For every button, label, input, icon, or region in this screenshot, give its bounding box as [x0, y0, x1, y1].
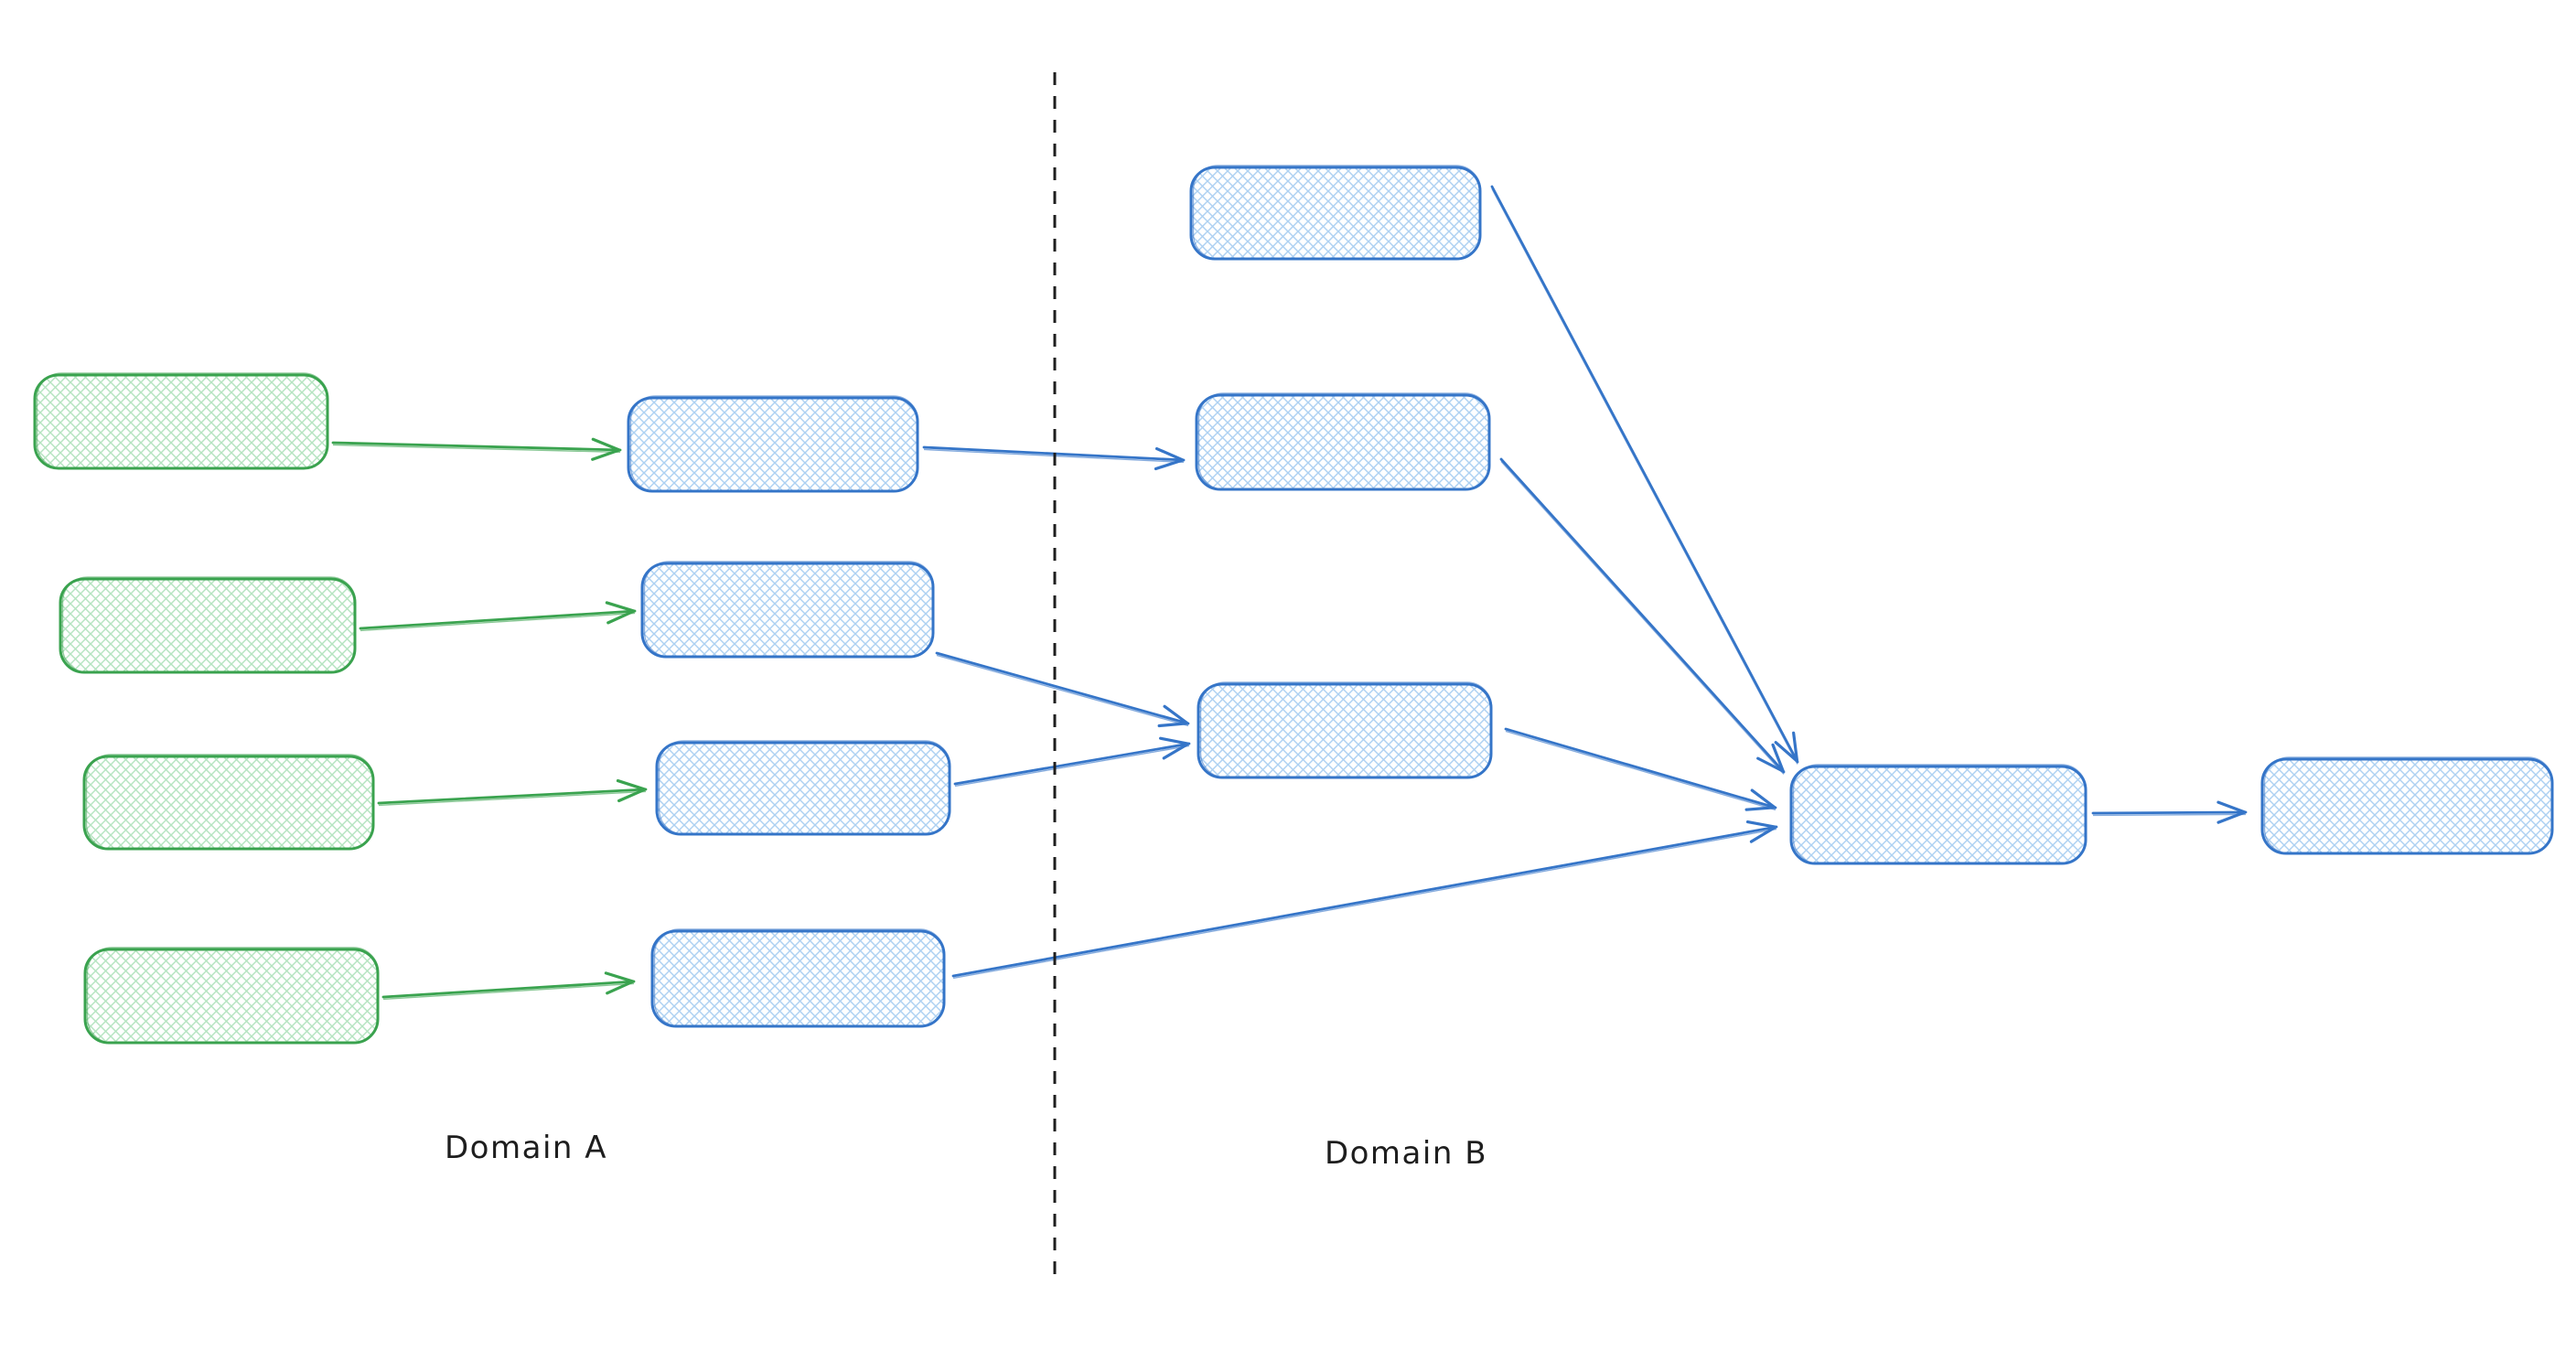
- edge-source-a-1-to-process-a-1: [331, 437, 622, 461]
- edge-process-b-2-to-aggregator-b: [1499, 457, 1786, 774]
- edge-echo-source-a-4-to-process-a-4: [382, 982, 635, 1001]
- node-process-a-4: [650, 929, 946, 1028]
- node-outline-echo-process-b-3: [1199, 681, 1493, 778]
- edge-echo-source-a-3-to-process-a-3: [378, 790, 647, 807]
- edge-echo-source-a-2-to-process-a-2: [360, 612, 636, 632]
- node-outline-echo-aggregator-b: [1792, 764, 2088, 864]
- node-process-a-2: [640, 562, 935, 659]
- node-outline-echo-process-a-3: [658, 740, 951, 835]
- edge-process-a-4-to-aggregator-b: [951, 820, 1778, 978]
- node-source-a-2: [59, 577, 357, 674]
- node-outline-echo-source-a-2: [61, 576, 357, 673]
- node-outline-echo-source-a-3: [85, 754, 375, 850]
- domain-a-label: Domain A: [445, 1130, 607, 1166]
- node-source-a-4: [83, 948, 380, 1045]
- node-aggregator-b: [1789, 765, 2088, 865]
- node-outline-echo-source-a-4: [86, 947, 380, 1044]
- node-outline-echo-process-b-2: [1197, 392, 1491, 490]
- edge-process-a-3-to-process-b-3: [953, 736, 1191, 786]
- edge-source-a-2-to-process-a-2: [359, 601, 637, 630]
- edge-echo-process-b-2-to-aggregator-b: [1500, 460, 1785, 775]
- edge-echo-source-a-1-to-process-a-1: [332, 444, 621, 454]
- edge-echo-process-a-4-to-aggregator-b: [952, 828, 1777, 980]
- edge-process-b-3-to-aggregator-b: [1504, 727, 1777, 811]
- node-source-a-1: [33, 373, 329, 470]
- edge-process-b-1-to-aggregator-b: [1490, 185, 1799, 764]
- node-process-b-3: [1197, 682, 1493, 779]
- edge-source-a-3-to-process-a-3: [377, 778, 648, 805]
- node-process-a-3: [655, 741, 951, 836]
- edge-source-a-4-to-process-a-4: [381, 971, 636, 999]
- node-outline-echo-source-a-1: [36, 372, 329, 469]
- edge-echo-process-a-2-to-process-b-3: [936, 654, 1189, 727]
- edge-aggregator-b-to-output-b: [2091, 800, 2248, 824]
- domain-b-label: Domain B: [1325, 1135, 1487, 1172]
- edges-layer: [331, 185, 2248, 1001]
- node-process-a-1: [627, 396, 919, 493]
- edge-process-a-2-to-process-b-3: [935, 651, 1190, 728]
- node-process-b-2: [1195, 393, 1491, 491]
- node-outline-echo-process-a-2: [643, 561, 935, 658]
- edge-echo-process-a-3-to-process-b-3: [954, 745, 1190, 788]
- edge-echo-process-b-3-to-aggregator-b: [1505, 730, 1776, 811]
- node-outline-echo-output-b: [2263, 756, 2554, 854]
- node-output-b: [2260, 757, 2554, 855]
- nodes-layer: [33, 165, 2554, 1045]
- node-outline-echo-process-b-1: [1192, 165, 1482, 260]
- node-outline-echo-process-a-4: [653, 928, 946, 1027]
- node-source-a-3: [82, 755, 375, 851]
- node-process-b-1: [1189, 166, 1482, 261]
- node-outline-echo-process-a-1: [629, 395, 919, 492]
- edge-echo-aggregator-b-to-output-b: [2092, 813, 2247, 817]
